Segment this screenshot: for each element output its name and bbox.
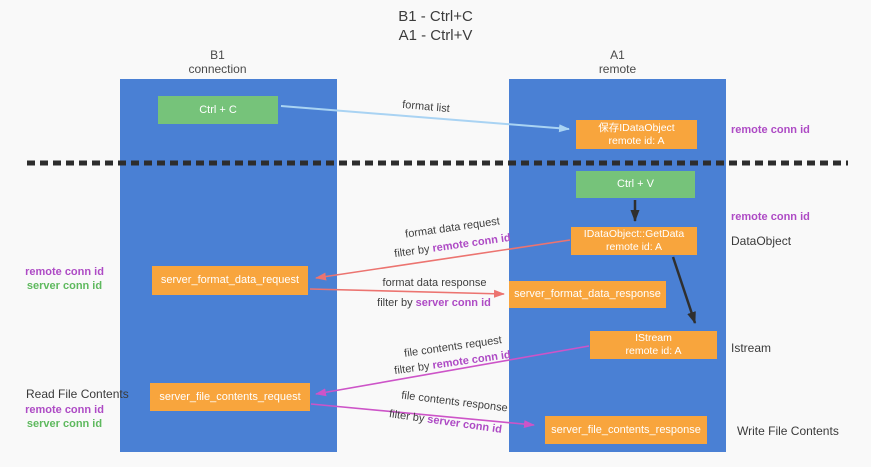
label-filter-by-server-conn-id-format: filter by server conn id — [374, 297, 494, 309]
label-format-list: format list — [401, 98, 451, 116]
diagram-title: B1 - Ctrl+C A1 - Ctrl+V — [0, 7, 871, 45]
node-server-file-contents-response: server_file_contents_response — [545, 416, 707, 444]
annotation-server-conn-id-format: server conn id — [26, 280, 103, 292]
getdata-line2: remote id: A — [605, 241, 663, 253]
annotation-remote-conn-id-top: remote conn id — [731, 124, 810, 136]
server-conn-id-keyword: server conn id — [415, 297, 491, 309]
ctrl-c-label: Ctrl + C — [199, 103, 237, 116]
filter-by-text: filter by — [388, 408, 429, 426]
remote-conn-id-keyword: remote conn id — [431, 231, 512, 255]
lane-a1-role: remote — [598, 62, 637, 76]
annotation-conn-ids-format: remote conn id server conn id — [17, 265, 112, 293]
annotation-remote-conn-id-format: remote conn id — [25, 266, 104, 278]
node-server-format-data-response: server_format_data_response — [509, 281, 666, 308]
server-format-data-request-label: server_format_data_request — [160, 274, 300, 286]
lane-b1-name: B1 — [210, 48, 225, 62]
node-server-file-contents-request: server_file_contents_request — [150, 383, 310, 411]
node-ctrl-v: Ctrl + V — [576, 171, 695, 198]
annotation-dataobject: DataObject — [731, 234, 792, 248]
lane-a1-name: A1 — [610, 48, 625, 62]
annotation-istream: Istream — [731, 341, 772, 355]
istream-line2: remote id: A — [625, 345, 682, 357]
server-file-contents-response-label: server_file_contents_response — [551, 423, 701, 436]
annotation-server-conn-id-file: server conn id — [26, 418, 103, 430]
title-line-2: A1 - Ctrl+V — [398, 27, 473, 44]
label-format-data-response: format data response — [382, 277, 487, 289]
server-format-data-response-label: server_format_data_response — [514, 288, 661, 300]
getdata-line1: IDataObject::GetData — [583, 228, 685, 240]
server-file-contents-request-label: server_file_contents_request — [159, 390, 301, 403]
annotation-remote-conn-id-mid: remote conn id — [731, 211, 810, 223]
annotation-read-file-contents: Read File Contents — [26, 387, 129, 401]
lane-header-a1: A1 remote — [509, 48, 726, 76]
filter-by-text: filter by — [377, 297, 416, 309]
saved-idataobject-line2: remote id: A — [608, 134, 665, 147]
node-istream: IStream remote id: A — [590, 331, 717, 359]
arrow-format-data-response — [309, 288, 505, 298]
filter-by-text: filter by — [393, 359, 434, 378]
title-line-1: B1 - Ctrl+C — [398, 8, 473, 25]
node-server-format-data-request: server_format_data_request — [152, 266, 308, 295]
annotation-write-file-contents: Write File Contents — [737, 424, 839, 438]
node-idataobject-getdata: IDataObject::GetData remote id: A — [571, 227, 697, 255]
filter-by-text: filter by — [393, 242, 434, 261]
saved-idataobject-line1: 保存IDataObject — [598, 121, 675, 134]
ctrl-v-label: Ctrl + V — [617, 178, 654, 190]
annotation-remote-conn-id-file: remote conn id — [25, 404, 104, 416]
lane-b1-role: connection — [188, 62, 247, 76]
node-ctrl-c: Ctrl + C — [158, 96, 278, 124]
node-saved-idataobject: 保存IDataObject remote id: A — [576, 120, 697, 149]
annotation-conn-ids-file: remote conn id server conn id — [17, 403, 112, 431]
lane-header-b1: B1 connection — [120, 48, 315, 76]
istream-line1: IStream — [635, 332, 672, 344]
server-conn-id-keyword: server conn id — [426, 413, 503, 436]
